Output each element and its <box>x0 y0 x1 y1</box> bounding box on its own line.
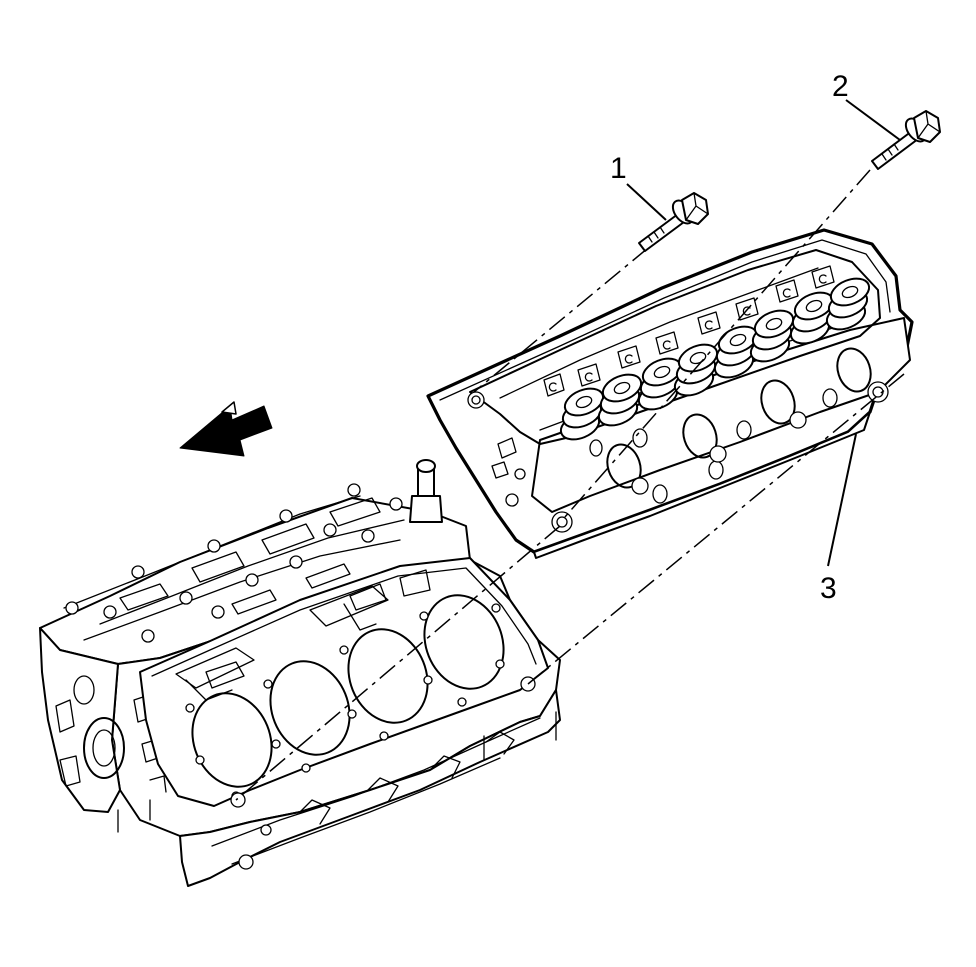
engine-block <box>39 459 561 887</box>
callout-leaders <box>626 99 901 567</box>
callout-3: 3 <box>820 572 837 605</box>
valve-springs <box>559 277 871 441</box>
cylinder-deck <box>139 557 549 808</box>
callout-1: 1 <box>610 152 627 185</box>
cylinder-head <box>426 228 914 559</box>
opposite-cylinder-head <box>39 459 471 665</box>
rocker-bolts <box>65 483 403 643</box>
head-bolt-1 <box>638 192 709 252</box>
lifter-guide-tags <box>543 265 835 397</box>
timing-cover-details <box>55 675 167 793</box>
alignment-centerlines <box>235 169 905 801</box>
arrow-icon <box>179 401 273 457</box>
sensor-stud <box>409 459 443 523</box>
head-bolt-2 <box>871 110 941 170</box>
exhaust-ports <box>589 347 872 504</box>
callout-2: 2 <box>832 70 849 103</box>
